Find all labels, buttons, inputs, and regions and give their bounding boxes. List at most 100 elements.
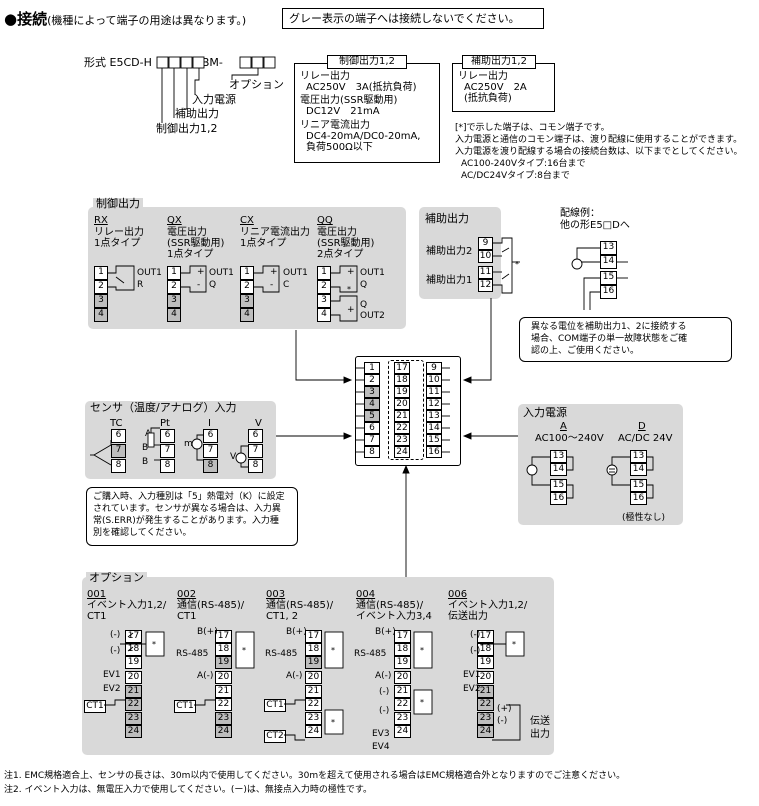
opt006-minus-3: (-) xyxy=(497,716,508,726)
opt-g4-terminal-19: 19 xyxy=(394,656,411,669)
sensor-b2-label: B xyxy=(142,457,149,467)
opt001-l1: イベント入力1,2/ xyxy=(87,600,167,611)
ctrl-spec-l3: 電圧出力(SSR駆動用) xyxy=(300,95,398,106)
opt-g2-terminal-21: 21 xyxy=(215,685,232,698)
opt001-ev2: EV2 xyxy=(103,684,121,694)
opt-g2-terminal-18: 18 xyxy=(215,643,232,656)
ctrl-spec-title: 制御出力1,2 xyxy=(327,55,407,69)
common-note-l5: AC/DC24Vタイプ:8台まで xyxy=(461,171,570,181)
center-terminal-17: 17 xyxy=(394,362,410,374)
ctrl-spec-l6: DC4-20mA/DC0-20mA, xyxy=(306,131,421,142)
opt-g4-terminal-20: 20 xyxy=(394,671,411,684)
center-terminal-19: 19 xyxy=(394,386,410,398)
model-prefix: 形式 xyxy=(84,56,106,69)
aux-spec-l3: (抵抗負荷) xyxy=(464,93,512,104)
opt-g1-terminal-18: 18 xyxy=(125,643,142,656)
sensor-terminal-g1-8: 8 xyxy=(111,459,126,473)
opt004-ev4: EV4 xyxy=(372,742,390,752)
aux-spec-title: 補助出力1,2 xyxy=(462,55,536,69)
qq-plus-1: + xyxy=(347,267,355,277)
center-terminal-21: 21 xyxy=(394,410,410,422)
center-terminal-6: 6 xyxy=(364,422,380,434)
sensor-b1-label: B xyxy=(142,443,149,453)
opt-g3-terminal-23: 23 xyxy=(305,712,322,725)
opt002-bplus: B(+) xyxy=(197,627,218,637)
center-terminal-7: 7 xyxy=(364,434,380,446)
aux-spec-l1: リレー出力 xyxy=(458,71,508,82)
power-a-code: A xyxy=(560,421,567,432)
opt-g1-terminal-24: 24 xyxy=(125,725,142,738)
opt006-ev2: EV2 xyxy=(463,684,481,694)
center-terminal-8: 8 xyxy=(364,446,380,458)
ctrl-spec-box xyxy=(294,63,440,163)
aux-common-mark: * xyxy=(515,260,519,269)
opt003-ct2: CT2 xyxy=(264,730,286,743)
ctrl-spec-l1: リレー出力 xyxy=(300,71,350,82)
center-terminal-18: 18 xyxy=(394,374,410,386)
opt-g3-terminal-19: 19 xyxy=(305,656,322,669)
opt-g5-terminal-19: 19 xyxy=(477,656,494,669)
aux-terminal-9: 9 xyxy=(478,237,493,250)
gray-terminal-notice: グレー表示の端子へは接続しないでください。 xyxy=(282,8,544,29)
sensor-note-l1: ご購入時、入力種別は「5」熱電対（K）に設定 xyxy=(93,492,285,502)
qq-terminal-4: 4 xyxy=(317,308,331,322)
aux-terminal-10: 10 xyxy=(478,250,493,263)
model-code-b: BM- xyxy=(201,56,223,69)
center-terminal-22: 22 xyxy=(394,422,410,434)
qx-plus: + xyxy=(197,267,205,277)
cx-terminal-1: 1 xyxy=(240,266,254,280)
power-input-title: 入力電源 xyxy=(523,406,567,419)
wiring-terminal-13: 13 xyxy=(600,241,617,255)
qq-out1-label: OUT1 xyxy=(360,268,385,278)
aux-output-title: 補助出力 xyxy=(425,212,469,225)
qq-l3: 2点タイプ xyxy=(317,249,364,260)
aux1-label: 補助出力1 xyxy=(426,275,473,286)
center-terminal-23: 23 xyxy=(394,434,410,446)
section-heading: ●接続(機種によって端子の用途は異なります。) xyxy=(4,10,246,28)
opt-g3-terminal-24: 24 xyxy=(305,725,322,738)
opt006-l1: イベント入力1,2/ xyxy=(448,600,528,611)
opt001-ev1: EV1 xyxy=(103,670,121,680)
opt-g3-terminal-18: 18 xyxy=(305,643,322,656)
sensor-note-l4: 別を確認してください。 xyxy=(93,528,192,538)
sensor-vv-label: V xyxy=(230,452,237,462)
opt-g1-terminal-22: 22 xyxy=(125,698,142,711)
center-terminal-13: 13 xyxy=(426,410,442,422)
qx-terminal-2: 2 xyxy=(167,280,181,294)
cx-code: CX xyxy=(240,215,254,226)
opt004-aminus: A(-) xyxy=(375,671,392,681)
sensor-note-l2: されています。センサが異なる場合は、入力異 xyxy=(93,504,281,514)
power-a-terminal-13: 13 xyxy=(550,450,567,463)
wiring-example-title: 配線例： xyxy=(560,208,600,219)
center-terminal-2: 2 xyxy=(364,374,380,386)
opt002-l1: 通信(RS-485)/ xyxy=(177,600,245,611)
wiring-terminal-14: 14 xyxy=(600,255,617,269)
ctrl-spec-l4: DC12V 21mA xyxy=(306,106,380,117)
cx-terminal-4: 4 xyxy=(240,308,254,322)
opt-g3-terminal-17: 17 xyxy=(305,630,322,643)
center-option-area xyxy=(388,360,424,460)
qq-l2: (SSR駆動用) xyxy=(317,238,375,249)
center-terminal-20: 20 xyxy=(394,398,410,410)
rx-code: RX xyxy=(94,215,108,226)
ctrl-spec-l5: リニア電流出力 xyxy=(300,120,370,131)
qq-terminal-1: 1 xyxy=(317,266,331,280)
rx-terminal-2: 2 xyxy=(94,280,108,294)
sensor-terminal-g3-7: 7 xyxy=(203,444,218,458)
sensor-terminal-g1-7: 7 xyxy=(111,444,126,458)
opt-g5-terminal-21: 21 xyxy=(477,685,494,698)
sensor-terminal-g4-7: 7 xyxy=(248,444,263,458)
center-terminal-16: 16 xyxy=(426,446,442,458)
rx-l1: リレー出力 xyxy=(94,227,144,238)
wiring-note-l2: 場合、COM端子の単一故障状態をご確 xyxy=(531,334,688,344)
center-terminal-10: 10 xyxy=(426,374,442,386)
opt-g2-terminal-22: 22 xyxy=(215,698,232,711)
opt004-bplus: B(+) xyxy=(375,627,396,637)
cx-c-label: C xyxy=(283,280,290,290)
aux2-label: 補助出力2 xyxy=(426,246,473,257)
center-terminal-14: 14 xyxy=(426,422,442,434)
opt002-ct1: CT1 xyxy=(174,700,196,713)
opt006-code: 006 xyxy=(448,589,468,600)
wiring-terminal-16: 16 xyxy=(600,285,617,299)
